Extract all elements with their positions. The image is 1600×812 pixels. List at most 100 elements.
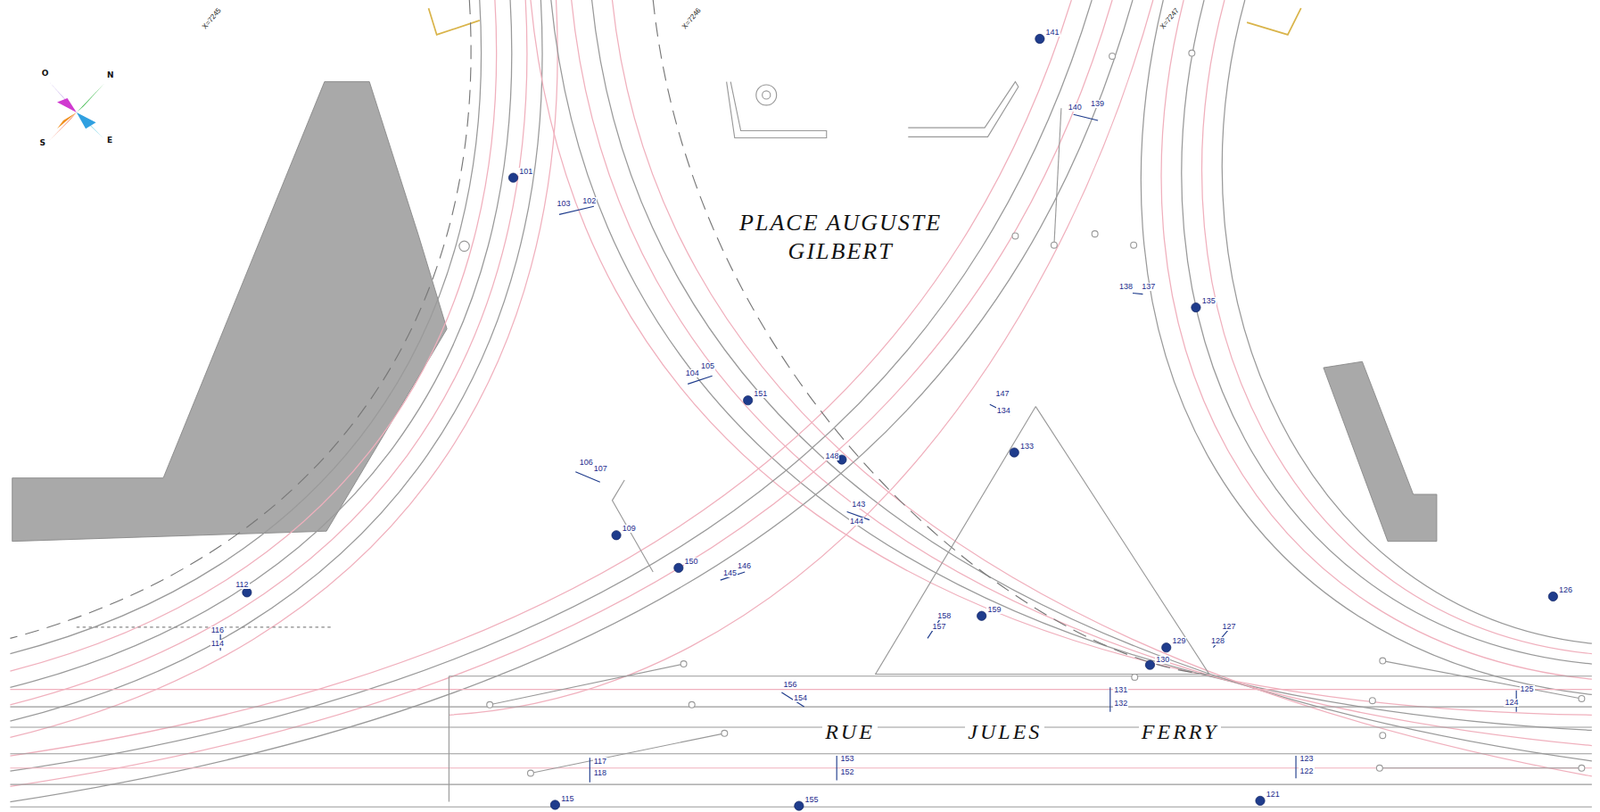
street-furniture xyxy=(756,84,777,106)
street-name: FERRY xyxy=(1138,720,1222,743)
measure-number: 114 xyxy=(210,639,225,648)
measure-number: 124 xyxy=(1503,698,1519,707)
point-number: 151 xyxy=(752,389,768,398)
measure-number: 104 xyxy=(684,369,701,378)
survey-point xyxy=(611,530,621,540)
grid-coordinate: X=7245 xyxy=(200,6,223,32)
pole-wire xyxy=(1379,657,1386,664)
street-line xyxy=(9,406,1592,808)
measure-number: 147 xyxy=(995,389,1011,398)
measure-number: 157 xyxy=(931,622,948,631)
measure-number: 131 xyxy=(1113,685,1129,694)
measure-tick xyxy=(1073,114,1098,121)
measure-number: 103 xyxy=(556,199,572,208)
survey-point xyxy=(1191,302,1201,312)
measure-number: 123 xyxy=(1298,754,1314,763)
point-number: 115 xyxy=(560,794,575,803)
track-line xyxy=(1202,0,1592,654)
measure-number: 145 xyxy=(722,569,738,578)
compass-rose xyxy=(57,98,77,113)
track-line xyxy=(9,0,543,721)
kerb-line xyxy=(1246,8,1302,35)
track-line xyxy=(9,0,496,671)
track-line xyxy=(611,0,1592,776)
measure-tick xyxy=(76,626,332,627)
compass-rose xyxy=(76,112,105,140)
measure-number: 122 xyxy=(1298,767,1314,776)
track-line xyxy=(571,0,1592,746)
compass-letter: S xyxy=(38,139,46,148)
track-line xyxy=(9,0,558,737)
survey-point xyxy=(1009,447,1019,457)
pole-wire xyxy=(1054,107,1062,245)
track-line xyxy=(1140,0,1592,694)
track-line xyxy=(9,0,1072,756)
measure-number: 137 xyxy=(1140,282,1156,291)
measure-number: 132 xyxy=(1113,699,1129,708)
measure-number: 144 xyxy=(849,517,865,526)
measure-number: 158 xyxy=(936,611,952,620)
street-line xyxy=(9,725,1592,727)
measure-number: 134 xyxy=(996,406,1012,415)
point-number: 141 xyxy=(1045,28,1061,37)
survey-point xyxy=(977,610,987,620)
compass-rose xyxy=(57,112,77,129)
street-furniture xyxy=(762,90,771,99)
measure-number: 127 xyxy=(1221,622,1238,631)
measure-number: 156 xyxy=(783,680,799,689)
point-number: 101 xyxy=(518,167,534,176)
pole-wire xyxy=(1578,695,1585,702)
pole-wire xyxy=(1382,660,1582,699)
track-line xyxy=(1161,0,1592,679)
pole-wire xyxy=(680,660,687,668)
point-number: 135 xyxy=(1201,296,1217,306)
point-number: 133 xyxy=(1019,442,1035,451)
measure-number: 139 xyxy=(1089,99,1106,108)
pole-wire xyxy=(1578,764,1585,771)
track-line xyxy=(551,0,1592,730)
compass-rose xyxy=(76,112,97,129)
measure-number: 154 xyxy=(792,693,809,702)
street-furniture xyxy=(459,240,470,251)
street-line xyxy=(448,675,1592,677)
street-line xyxy=(448,676,450,802)
measure-number: 106 xyxy=(578,458,594,467)
measure-number: 146 xyxy=(736,561,752,570)
track-line xyxy=(9,0,512,687)
pole-wire xyxy=(721,729,728,736)
point-number: 159 xyxy=(986,605,1002,614)
point-number: 129 xyxy=(1171,636,1187,645)
survey-point xyxy=(550,800,560,809)
measure-number: 116 xyxy=(210,626,225,635)
track-line xyxy=(9,0,1113,786)
compass-letter: E xyxy=(106,136,114,145)
survey-point xyxy=(1035,33,1045,43)
measure-tick xyxy=(1294,755,1296,778)
survey-point xyxy=(743,395,753,405)
survey-point xyxy=(1255,795,1265,805)
pole-wire xyxy=(688,701,695,708)
street-line xyxy=(611,479,653,572)
track-line xyxy=(592,0,1592,761)
grid-coordinate: X=7247 xyxy=(1158,6,1181,32)
measure-number: 107 xyxy=(593,464,609,473)
survey-point xyxy=(1145,659,1155,669)
point-number: 150 xyxy=(684,557,700,566)
building xyxy=(12,82,447,542)
compass-letter: O xyxy=(41,69,50,78)
pole-wire xyxy=(486,701,494,708)
street-furniture xyxy=(726,82,827,139)
measure-number: 143 xyxy=(850,500,866,509)
street-line xyxy=(875,406,1210,675)
measure-number: 102 xyxy=(581,197,597,206)
measure-number: 153 xyxy=(840,754,856,763)
dashed-line xyxy=(9,0,471,638)
street-name: RUE xyxy=(822,720,878,743)
track-line xyxy=(9,0,527,705)
pole-wire xyxy=(1379,767,1583,768)
track-line xyxy=(1181,0,1592,664)
measure-number: 140 xyxy=(1067,103,1083,112)
survey-point xyxy=(508,173,518,182)
